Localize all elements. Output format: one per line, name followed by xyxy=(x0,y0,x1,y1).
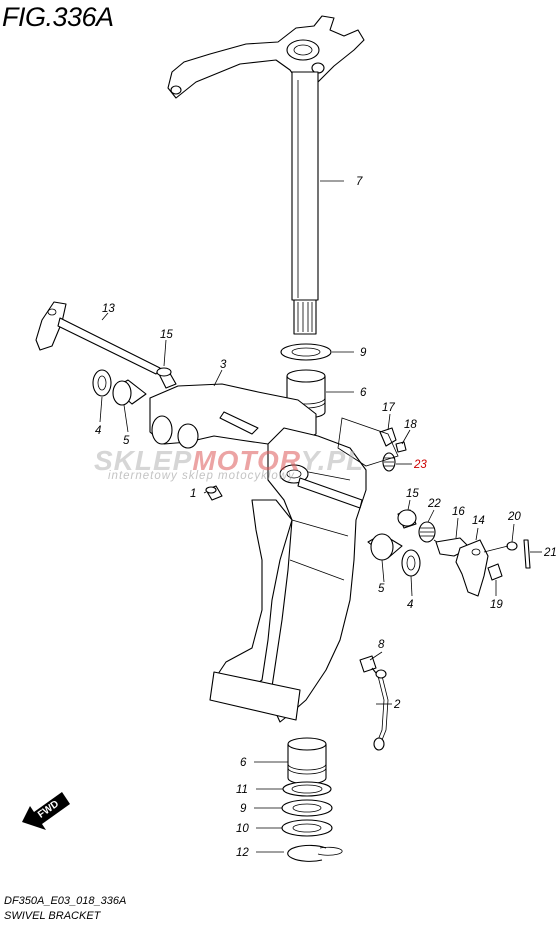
plate-part-17 xyxy=(379,427,397,447)
washer-part-9-top xyxy=(280,343,332,361)
callout-3: 3 xyxy=(220,359,227,371)
figure-title: FIG.336A xyxy=(2,2,114,32)
swivel-bracket-body-part-3 xyxy=(149,383,367,723)
spring-part-22 xyxy=(418,521,447,549)
watermark-tagline: internetowy sklep motocyklowy xyxy=(108,470,295,482)
callout-22: 22 xyxy=(427,498,441,510)
figure-caption: SWIVEL BRACKET xyxy=(4,910,101,922)
callout-2: 2 xyxy=(393,699,401,711)
figure-model-code: DF350A_E03_018_336A xyxy=(4,895,127,907)
steering-shaft-part-7 xyxy=(167,15,365,335)
callout-14: 14 xyxy=(472,515,485,527)
cotter-pin-part-21 xyxy=(523,539,531,569)
callout-5: 5 xyxy=(378,583,385,595)
callout-18: 18 xyxy=(404,419,417,431)
washer-part-9-bottom xyxy=(281,799,333,817)
leader-lines xyxy=(99,180,542,853)
callout-15: 15 xyxy=(406,488,419,500)
bushing-part-5-left xyxy=(112,379,147,406)
callout-1: 1 xyxy=(190,488,196,500)
callout-10: 10 xyxy=(236,823,249,835)
callout-20: 20 xyxy=(507,511,521,523)
callout-23: 23 xyxy=(413,459,427,471)
watermark-brand-part1: SKLEP xyxy=(94,445,193,476)
callout-17: 17 xyxy=(382,402,395,414)
screw-part-18 xyxy=(395,441,407,453)
callout-4: 4 xyxy=(407,599,413,611)
bushing-part-6-bottom xyxy=(287,737,327,785)
callout-7: 7 xyxy=(356,176,363,188)
spring-part-23 xyxy=(382,452,396,472)
callout-19: 19 xyxy=(490,599,503,611)
bolt-part-1 xyxy=(205,485,223,501)
callout-13: 13 xyxy=(102,303,115,315)
callout-15: 15 xyxy=(160,329,173,341)
callout-11: 11 xyxy=(236,784,248,796)
callout-9: 9 xyxy=(240,803,247,815)
callout-16: 16 xyxy=(452,506,465,518)
callout-labels: 7 13 15 3 9 6 4 5 17 18 23 1 15 22 16 14… xyxy=(95,176,557,859)
ground-wire-part-2 xyxy=(371,667,389,751)
nut-part-19 xyxy=(487,563,503,581)
seal-part-11 xyxy=(282,781,332,797)
bush-part-15-right xyxy=(397,509,417,529)
watermark-logo: SKLEPMOTORY.PL xyxy=(94,445,364,477)
callout-21: 21 xyxy=(543,547,557,559)
callout-8: 8 xyxy=(378,639,385,651)
washer-part-4-left xyxy=(92,369,112,397)
snap-ring-part-12 xyxy=(287,844,343,862)
callout-12: 12 xyxy=(236,847,249,859)
callout-9: 9 xyxy=(360,347,367,359)
washer-part-10 xyxy=(281,819,333,837)
callout-4: 4 xyxy=(95,425,101,437)
callout-5: 5 xyxy=(123,435,130,447)
callout-6: 6 xyxy=(240,757,247,769)
washer-part-4-right xyxy=(401,549,421,577)
fwd-arrow-icon: FWD xyxy=(22,792,70,830)
tilt-lock-lever-part-14 xyxy=(455,539,489,597)
callout-6: 6 xyxy=(360,387,367,399)
tilt-pin-part-13 xyxy=(35,301,161,375)
bushing-part-5-right xyxy=(367,533,403,561)
washer-part-20 xyxy=(506,541,518,551)
watermark-brand-part3: Y.PL xyxy=(300,445,365,476)
bush-part-15-left xyxy=(156,367,177,389)
watermark-brand-part2: MOTOR xyxy=(192,445,301,476)
